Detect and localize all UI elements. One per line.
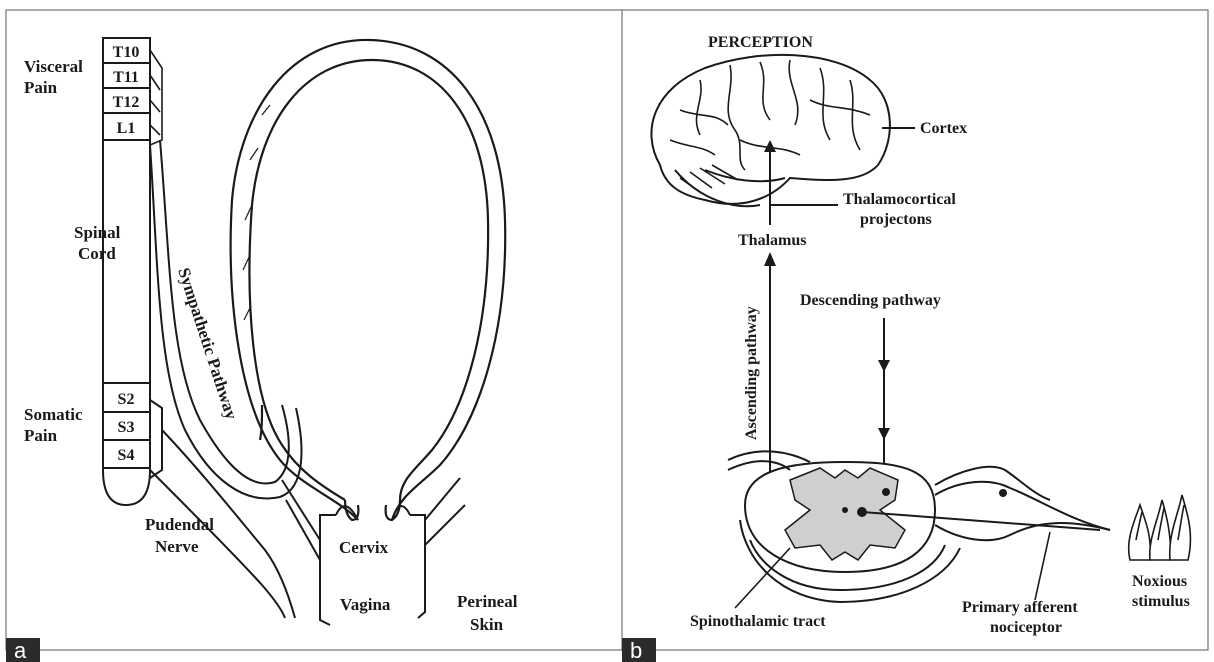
segment-s4: S4 [118,447,135,464]
segment-t10: T10 [113,44,140,61]
sympathetic-pathway [150,140,301,498]
primary-afferent-leader [1035,532,1050,600]
noxious-stimulus-label: Noxious [1132,573,1187,590]
noxious-stimulus-label-2: stimulus [1132,593,1190,610]
segment-t12: T12 [113,94,140,111]
vagina-label: Vagina [340,595,391,614]
segment-t11: T11 [113,69,139,86]
panel-a-tag-text: a [14,638,27,662]
panel-b-tag-text: b [630,638,642,662]
spinal-cross-section [745,462,935,572]
perineal-skin-label-2: Skin [470,615,504,634]
segment-l1: L1 [117,120,136,137]
spinothalamic-leader [735,548,790,608]
pudendal-nerve-label-2: Nerve [155,537,199,556]
panel-a: T10 T11 T12 L1 S2 S3 S4 [6,38,518,662]
thalamocortical-label-2: projectons [860,211,932,228]
panel-b: PERCEPTION Cortex Thalamocortical projec… [622,34,1190,662]
cervix-label: Cervix [339,538,389,557]
descending-pathway-label: Descending pathway [800,292,941,309]
uterus-fibers [243,105,270,320]
perception-label: PERCEPTION [708,34,813,51]
dorsal-root-ganglion [999,489,1007,497]
spinal-cord-label: Spinal [74,223,121,242]
thalamus-label: Thalamus [738,232,806,249]
noxious-stimulus-icon [1129,495,1191,560]
segment-s2: S2 [118,391,135,408]
pudendal-nerve [150,400,320,618]
descending-arrowhead-1 [878,360,890,372]
primary-afferent-label-2: nociceptor [990,619,1062,636]
thalamocortical-label: Thalamocortical [843,191,956,208]
segment-s3: S3 [118,419,135,436]
ascending-arrowhead [764,252,776,266]
spinal-cord-label-2: Cord [78,244,116,263]
ascending-pathway-label: Ascending pathway [743,306,760,440]
primary-afferent-label: Primary afferent [962,599,1078,616]
pudendal-nerve-label: Pudendal [145,515,214,534]
perineal-skin-label: Perineal [457,592,518,611]
visceral-pain-label-2: Pain [24,78,58,97]
visceral-nerve-bundle [150,50,162,145]
cortex-label: Cortex [920,120,967,137]
somatic-pain-label-2: Pain [24,426,58,445]
somatic-pain-label: Somatic [24,405,83,424]
spinothalamic-tract-label: Spinothalamic tract [690,613,826,630]
uterus-outline [231,40,506,520]
visceral-pain-label: Visceral [24,57,83,76]
perineal-nerves [425,478,465,545]
descending-arrowhead-2 [878,428,890,440]
